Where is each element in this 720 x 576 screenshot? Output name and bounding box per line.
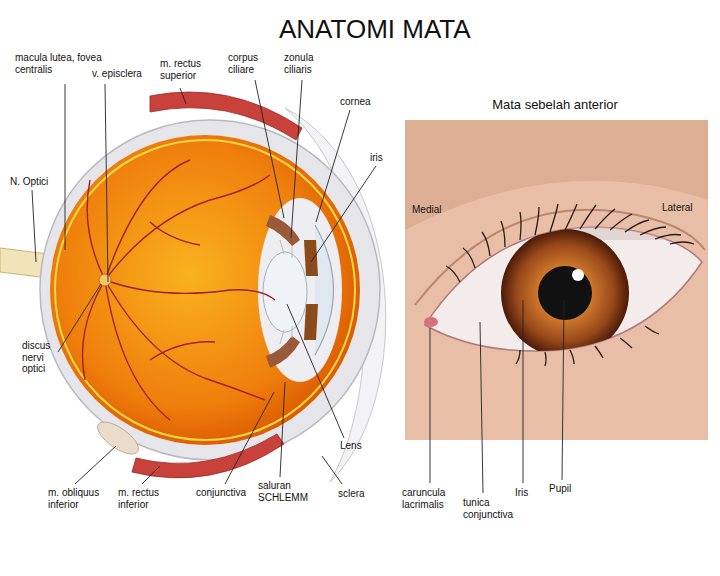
- part-label: Lens: [340, 440, 380, 452]
- caruncle: [424, 317, 438, 327]
- iris-shape: [304, 240, 318, 276]
- blood-vessels: [83, 160, 276, 420]
- cornea-shape: [315, 225, 334, 355]
- diagram-title: ANATOMI MATA: [279, 14, 471, 45]
- part-label: macula lutea, fovea centralis: [15, 52, 103, 75]
- highlight: [572, 269, 584, 281]
- ciliary-body: [266, 336, 300, 368]
- leader-lines: [32, 80, 564, 493]
- iris-shape: [304, 304, 318, 340]
- part-label: m. rectus inferior: [118, 487, 173, 510]
- part-label: cornea: [340, 96, 390, 108]
- part-label: discus nervi optici: [22, 340, 62, 375]
- part-label: m. rectus superior: [160, 58, 216, 81]
- retina-ring: [55, 140, 355, 440]
- lens-shape: [263, 252, 307, 332]
- sclera-shape: [40, 120, 380, 460]
- iris-photo: [501, 229, 629, 357]
- part-label: m. obliquus inferior: [48, 487, 110, 510]
- part-label: sclera: [338, 488, 388, 500]
- zonule-fibers: [280, 240, 292, 344]
- part-label: N. Optici: [10, 176, 70, 188]
- part-label: iris: [370, 152, 410, 164]
- muscle-shape: [150, 92, 302, 140]
- anterior-segment: [258, 198, 342, 382]
- part-label: corpus ciliare: [228, 52, 278, 75]
- pupil-photo: [538, 266, 592, 320]
- part-label: zonula ciliaris: [284, 52, 340, 75]
- part-label: saluran SCHLEMM: [258, 480, 320, 503]
- part-label: Iris: [515, 487, 545, 499]
- part-label: conjunctiva: [196, 487, 266, 499]
- photo-panel: [405, 120, 708, 440]
- muscle-shape: [93, 416, 144, 460]
- part-label: Mata sebelah anterior: [470, 98, 640, 113]
- retina-shape: [50, 135, 360, 445]
- part-label: Pupil: [549, 483, 589, 495]
- eyelashes: [446, 204, 694, 366]
- ciliary-body: [266, 215, 300, 246]
- part-label: tunica conjunctiva: [463, 497, 525, 520]
- part-label: caruncula lacrimalis: [402, 487, 464, 510]
- part-label: Lateral: [662, 202, 712, 214]
- eyelid-skin: [405, 120, 708, 230]
- part-label: v. episclera: [92, 68, 162, 80]
- part-label: Medial: [412, 204, 472, 216]
